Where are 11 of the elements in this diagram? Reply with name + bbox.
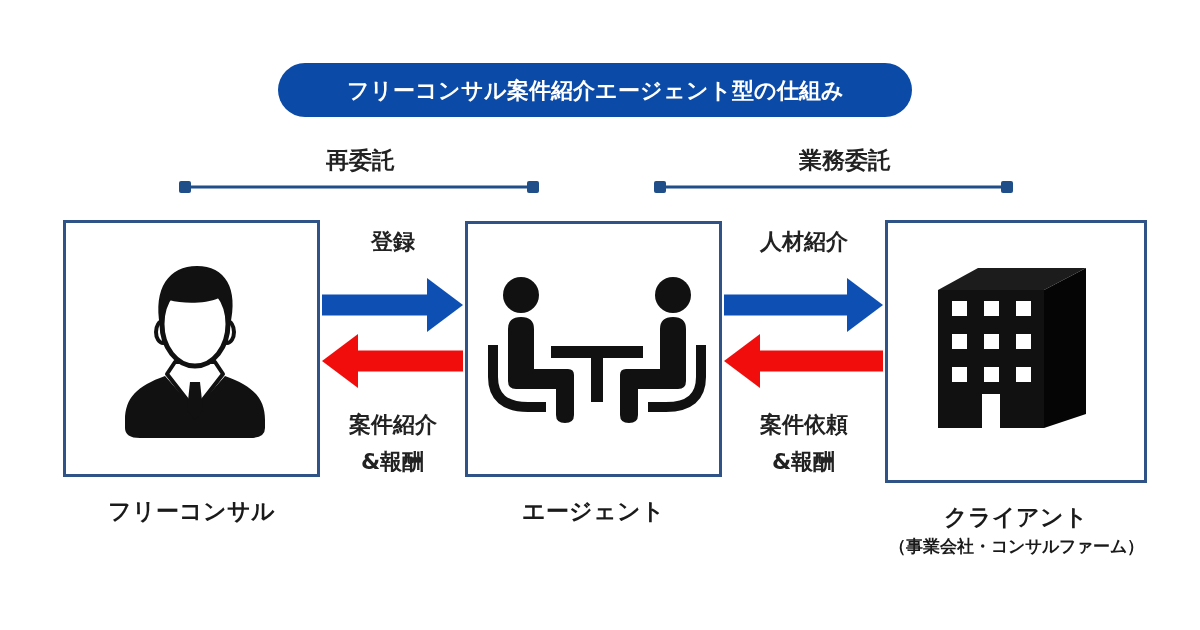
arrow: [322, 278, 463, 332]
node-title: フリーコンサル: [108, 497, 275, 526]
node-title: エージェント: [522, 497, 665, 526]
title-banner: フリーコンサル案件紹介エージェント型の仕組み: [278, 63, 912, 117]
relation-label: 再委託: [324, 146, 396, 175]
node-subtitle: （事業会社・コンサルファーム）: [888, 535, 1144, 558]
arrow: [322, 334, 463, 388]
arrow: [724, 334, 883, 388]
node-title: クライアント: [944, 503, 1088, 532]
relation-label: 業務委託: [798, 146, 892, 175]
arrow: [724, 278, 883, 332]
